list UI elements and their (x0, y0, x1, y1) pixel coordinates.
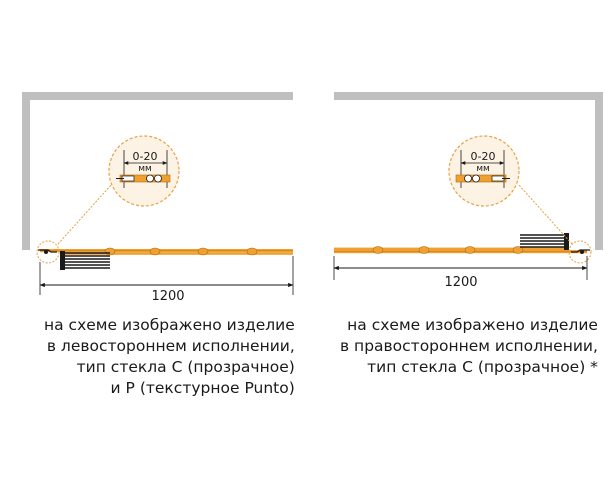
handle-stack-right (520, 233, 569, 250)
detail-gap-label-left: 0-20 (133, 150, 158, 163)
detail-gap-label-right: 0-20 (471, 150, 496, 163)
handle-stack-left (60, 251, 110, 270)
wall-profile-left (36, 240, 60, 264)
glass-panel-sliding-right (334, 247, 567, 251)
detail-leader-right (517, 183, 573, 245)
scheme-left: 0-20 мм 1200 (22, 92, 294, 304)
width-label-left: 1200 (151, 289, 184, 304)
detail-callout-right: 0-20 мм (448, 135, 520, 207)
roller-marks-right (372, 246, 524, 254)
caption-line: в левостороннем исполнении, (46, 337, 295, 355)
caption-line: на схеме изображено изделие (44, 316, 295, 334)
wall-profile-right (568, 240, 592, 264)
detail-unit-label-right: мм (476, 164, 490, 174)
glass-panel-sliding-left (60, 252, 293, 255)
dimension-line-left: 1200 (39, 256, 294, 304)
roller-marks-left (104, 247, 258, 256)
detail-callout-left: 0-20 мм (108, 135, 180, 207)
detail-unit-label-left: мм (138, 164, 152, 174)
caption-line: тип стекла C (прозрачное) (76, 358, 295, 376)
detail-leader-left (57, 183, 113, 245)
caption-line: на схеме изображено изделие (347, 316, 598, 334)
caption-left: на схеме изображено изделие в левосторон… (44, 315, 295, 399)
caption-line: тип стекла C (прозрачное) * (367, 358, 598, 376)
caption-right: на схеме изображено изделие в правосторо… (340, 315, 598, 378)
glass-panel-fixed-right (334, 250, 587, 254)
width-label-right: 1200 (444, 275, 477, 290)
caption-line: и P (текстурное Punto) (110, 379, 295, 397)
scheme-right: 0-20 мм 1200 (333, 92, 603, 290)
dimension-line-right: 1200 (333, 256, 588, 290)
caption-line: в правостороннем исполнении, (340, 337, 598, 355)
